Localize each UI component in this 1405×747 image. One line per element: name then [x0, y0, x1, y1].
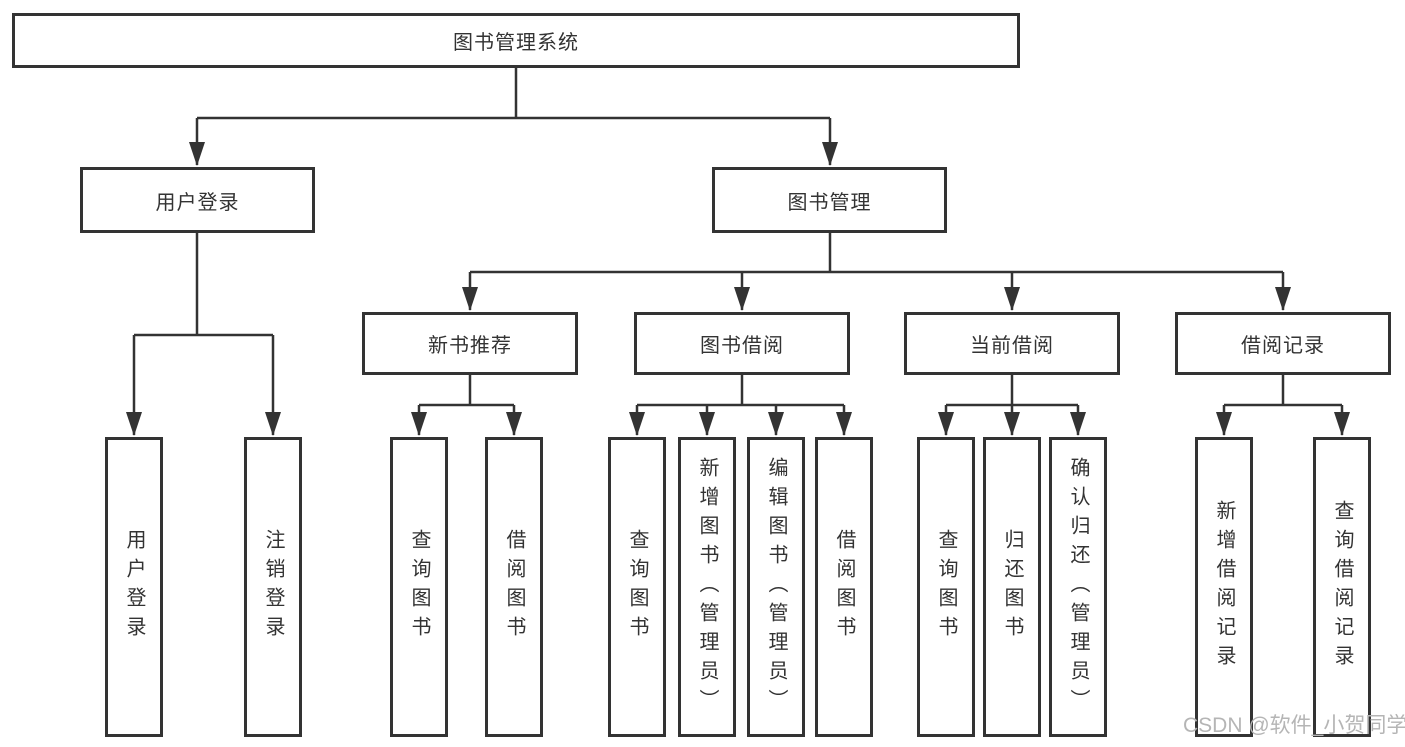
- node-borrow-records-label: 借阅记录: [1241, 335, 1325, 357]
- leaf-query-borrow-record-label: 查询借阅记录: [1331, 500, 1353, 674]
- node-current-borrow: 当前借阅: [904, 312, 1120, 375]
- leaf-query-books-recommend: 查询图书: [390, 437, 448, 737]
- leaf-query-borrow-record: 查询借阅记录: [1313, 437, 1371, 737]
- leaf-add-book-admin: 新增图书（管理员）: [678, 437, 736, 737]
- node-borrow-records: 借阅记录: [1175, 312, 1391, 375]
- node-user-login-label: 用户登录: [155, 191, 240, 214]
- leaf-borrow-books-recommend: 借阅图书: [485, 437, 543, 737]
- leaf-logout-label: 注销登录: [262, 529, 284, 645]
- leaf-return-book-label: 归还图书: [1001, 529, 1023, 645]
- node-user-login: 用户登录: [80, 167, 315, 233]
- leaf-user-login: 用户登录: [105, 437, 163, 737]
- leaf-query-books-borrow: 查询图书: [608, 437, 666, 737]
- leaf-query-books-borrow-label: 查询图书: [626, 529, 648, 645]
- leaf-query-books-current-label: 查询图书: [935, 529, 957, 645]
- leaf-logout: 注销登录: [244, 437, 302, 737]
- node-new-book-recommend-label: 新书推荐: [428, 335, 512, 357]
- leaf-query-books-current: 查询图书: [917, 437, 975, 737]
- leaf-confirm-return-admin-label: 确认归还（管理员）: [1067, 456, 1089, 718]
- leaf-query-books-recommend-label: 查询图书: [408, 529, 430, 645]
- leaf-edit-book-admin: 编辑图书（管理员）: [747, 437, 805, 737]
- leaf-confirm-return-admin: 确认归还（管理员）: [1049, 437, 1107, 737]
- node-current-borrow-label: 当前借阅: [970, 335, 1054, 357]
- csdn-watermark: CSDN @软件_小贺同学: [1183, 714, 1405, 737]
- leaf-borrow-books-label: 借阅图书: [833, 529, 855, 645]
- node-book-borrow-label: 图书借阅: [700, 335, 784, 357]
- node-new-book-recommend: 新书推荐: [362, 312, 578, 375]
- leaf-return-book: 归还图书: [983, 437, 1041, 737]
- leaf-user-login-label: 用户登录: [123, 529, 145, 645]
- leaf-add-book-admin-label: 新增图书（管理员）: [696, 456, 718, 718]
- node-root-system: 图书管理系统: [12, 13, 1020, 68]
- leaf-borrow-books-recommend-label: 借阅图书: [503, 529, 525, 645]
- node-book-management-label: 图书管理: [787, 191, 872, 214]
- leaf-edit-book-admin-label: 编辑图书（管理员）: [765, 456, 787, 718]
- node-root-label: 图书管理系统: [453, 32, 579, 54]
- leaf-add-borrow-record-label: 新增借阅记录: [1213, 500, 1235, 674]
- node-book-borrow: 图书借阅: [634, 312, 850, 375]
- leaf-add-borrow-record: 新增借阅记录: [1195, 437, 1253, 737]
- leaf-borrow-books: 借阅图书: [815, 437, 873, 737]
- node-book-management: 图书管理: [712, 167, 947, 233]
